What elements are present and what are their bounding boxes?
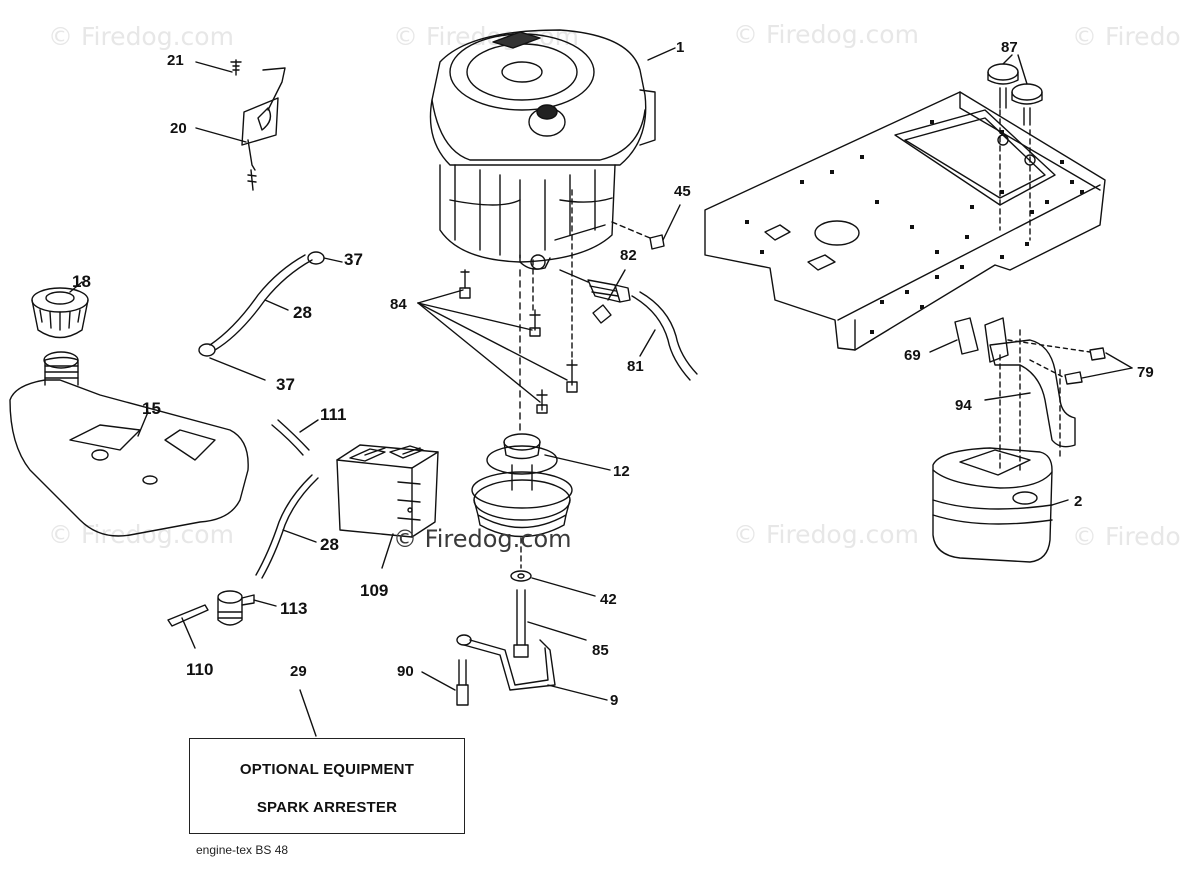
part-label: 110 [186,660,213,679]
part-label: 69 [904,347,921,364]
fuel-line-lower [255,474,319,579]
part-label: 79 [1137,364,1154,381]
part-label: 90 [397,663,414,680]
part-label: 21 [167,52,184,69]
part-label: 113 [280,599,307,618]
part-label: 15 [142,399,161,418]
optional-equipment-item: SPARK ARRESTER [256,799,398,816]
part-label: 109 [360,581,388,600]
part-label: 111 [320,405,347,424]
bolts [417,189,578,414]
part-label: 94 [955,397,972,414]
diagram-caption: engine-tex BS 48 [196,843,289,857]
fuel-pump [559,204,698,381]
part-label: 18 [72,272,91,291]
bracket [421,634,608,706]
part-label: 2 [1074,493,1082,510]
watermark: © Firedog.com [48,22,234,51]
part-label: 85 [592,642,609,659]
part-label: 1 [676,39,684,56]
watermark: © Firedog.com [733,20,919,49]
part-label: 42 [600,591,617,608]
knobs [987,54,1043,126]
part-label: 20 [170,120,187,137]
watermark: © Firedo [1072,522,1180,551]
part-label: 37 [276,375,295,394]
optional-equipment-title: OPTIONAL EQUIPMENT [239,761,415,778]
part-label: 9 [610,692,618,709]
fuel-filter [167,590,277,649]
chassis-plate [704,91,1106,351]
part-label: 81 [627,358,644,375]
pulley [471,269,611,538]
muffler [929,317,1133,563]
engine [429,29,676,270]
battery [336,444,439,569]
part-label: 45 [674,183,691,200]
part-label: 37 [344,250,363,269]
fuel-tank [9,281,249,537]
part-label: 82 [620,247,637,264]
throttle-control [195,59,286,191]
part-label: 84 [390,296,407,313]
part-label: 87 [1001,39,1018,56]
part-label: 28 [293,303,312,322]
part-label: 28 [320,535,339,554]
part-label: 29 [290,663,307,680]
watermark: © Firedog.com [48,520,234,549]
watermark: © Firedo [1072,22,1180,51]
optional-equipment-box: OPTIONAL EQUIPMENT SPARK ARRESTER [189,738,465,834]
washer-bolt [510,537,596,658]
watermark: © Firedog.com [393,525,572,553]
watermark: © Firedog.com [733,520,919,549]
fuel-line-upper [198,251,343,381]
fuel-line-111 [271,419,319,456]
part-label: 12 [613,463,630,480]
